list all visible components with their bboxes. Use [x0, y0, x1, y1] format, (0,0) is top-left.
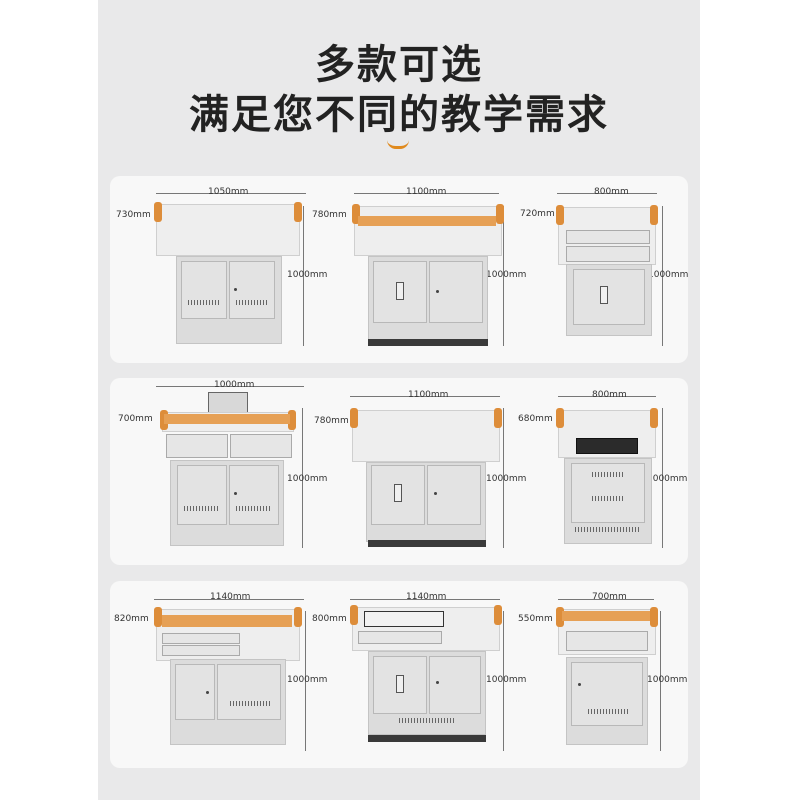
depth-label: 780mm: [314, 416, 349, 426]
height-label: 1000mm: [486, 675, 527, 685]
width-dimension-line: [156, 193, 306, 194]
depth-label: 730mm: [116, 210, 151, 220]
podium-cabinet: [368, 651, 486, 735]
podium-cabinet: [566, 264, 652, 336]
depth-label: 780mm: [312, 210, 347, 220]
width-label: 1140mm: [210, 592, 251, 602]
width-label: 1140mm: [406, 592, 447, 602]
wood-panel: [562, 611, 650, 621]
podium-option: 700mm 550mm 1000mm: [502, 581, 692, 768]
podium-cabinet: [170, 460, 284, 546]
drawer: [566, 631, 648, 651]
podium-cabinet: [566, 657, 648, 745]
headline-line2: 满足您不同的教学需求: [189, 92, 609, 138]
depth-label: 550mm: [518, 614, 553, 624]
podium-option: 1000mm 700mm 1000mm: [110, 378, 327, 565]
height-dimension-line: [503, 611, 504, 751]
podium-base: [368, 735, 486, 742]
depth-label: 680mm: [518, 414, 553, 424]
width-dimension-line: [557, 193, 657, 194]
podium-cabinet: [564, 458, 652, 544]
keyboard-tray: [576, 438, 638, 454]
height-label: 1000mm: [287, 270, 328, 280]
drawer: [358, 631, 442, 644]
podium-cabinet: [366, 462, 486, 542]
height-label: 1000mm: [647, 675, 688, 685]
podium-base: [368, 540, 486, 547]
height-label: 1000mm: [648, 270, 689, 280]
podium-option: 1100mm 780mm 1000mm: [306, 176, 526, 363]
width-label: 1050mm: [208, 187, 249, 197]
width-dimension-line: [350, 599, 500, 600]
width-label: 800mm: [594, 187, 629, 197]
touch-screen: [364, 611, 444, 627]
wood-panel: [164, 414, 290, 424]
width-dimension-line: [156, 386, 304, 387]
height-label: 1000mm: [486, 474, 527, 484]
podium-option: 800mm 680mm 1000mm: [502, 378, 692, 565]
product-row-2: 1000mm 700mm 1000mm 1100mm 780mm 1000mm …: [110, 378, 688, 565]
podium-cabinet: [170, 659, 286, 745]
drawer: [566, 230, 650, 244]
height-dimension-line: [303, 206, 304, 346]
height-dimension-line: [662, 408, 663, 548]
podium-option: 1140mm 800mm 1000mm: [306, 581, 526, 768]
width-dimension-line: [354, 193, 499, 194]
height-dimension-line: [503, 408, 504, 548]
podium-option: 1100mm 780mm 1000mm: [306, 378, 526, 565]
depth-label: 820mm: [114, 614, 149, 624]
podium-option: 1140mm 820mm 1000mm: [110, 581, 327, 768]
podium-option: 1050mm 730mm 1000mm: [110, 176, 327, 363]
height-dimension-line: [305, 611, 306, 751]
height-dimension-line: [503, 206, 504, 346]
headline-line1: 多款可选: [315, 42, 483, 88]
width-dimension-line: [558, 396, 656, 397]
width-dimension-line: [558, 599, 654, 600]
depth-label: 700mm: [118, 414, 153, 424]
height-label: 1000mm: [287, 675, 328, 685]
height-label: 1000mm: [287, 474, 328, 484]
podium-cabinet: [368, 256, 488, 340]
product-row-1: 1050mm 730mm 1000mm 1100mm 780mm 1000mm …: [110, 176, 688, 363]
width-label: 1000mm: [214, 380, 255, 390]
accent-underline: [387, 140, 409, 149]
width-label: 700mm: [592, 592, 627, 602]
height-dimension-line: [662, 206, 663, 346]
podium-option: 800mm 720mm 1000mm: [502, 176, 692, 363]
drawer: [162, 645, 240, 656]
drawer: [230, 434, 292, 458]
wood-panel: [358, 216, 496, 226]
height-dimension-line: [660, 611, 661, 751]
height-label: 1000mm: [647, 474, 688, 484]
width-label: 1100mm: [406, 187, 447, 197]
right-margin: [700, 0, 800, 800]
podium-top: [350, 408, 502, 462]
depth-label: 720mm: [520, 209, 555, 219]
wood-panel: [162, 615, 292, 627]
left-margin: [0, 0, 98, 800]
depth-label: 800mm: [312, 614, 347, 624]
podium-base: [368, 339, 488, 346]
width-dimension-line: [350, 396, 500, 397]
height-dimension-line: [302, 408, 303, 548]
product-row-3: 1140mm 820mm 1000mm 1140mm 800mm 1000mm …: [110, 581, 688, 768]
drawer: [166, 434, 228, 458]
width-label: 800mm: [592, 390, 627, 400]
drawer: [566, 246, 650, 262]
podium-top: [352, 204, 504, 256]
width-dimension-line: [154, 599, 304, 600]
podium-cabinet: [176, 256, 282, 344]
width-label: 1100mm: [408, 390, 449, 400]
drawer: [162, 633, 240, 644]
height-label: 1000mm: [486, 270, 527, 280]
podium-top: [154, 202, 302, 256]
